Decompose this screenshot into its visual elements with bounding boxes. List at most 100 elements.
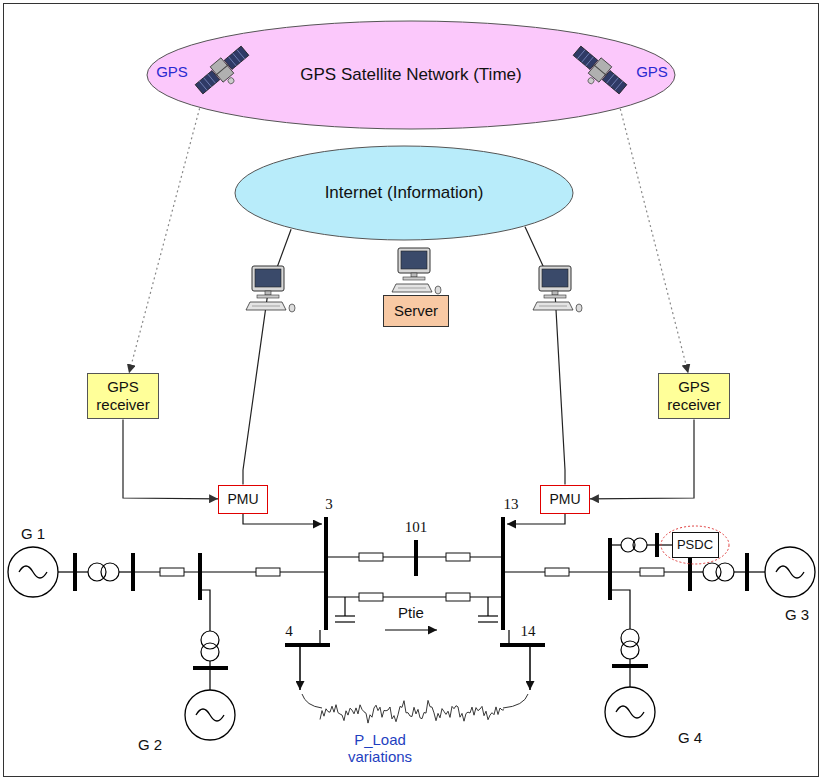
satellite-part — [227, 76, 235, 84]
resistor-symbol — [160, 553, 664, 601]
bus-number: 14 — [521, 623, 536, 640]
computer-icon — [246, 266, 295, 312]
satellite-part — [216, 65, 228, 75]
resistor-symbol — [545, 568, 569, 576]
computer-icon — [533, 266, 582, 312]
ellipse-shape — [147, 21, 675, 129]
gps-receiver-box: GPS receiver — [658, 373, 730, 419]
node-text: Server — [394, 302, 438, 320]
generator-symbol — [19, 566, 47, 578]
solar-panel-grid — [586, 57, 594, 66]
line-wire — [58, 545, 765, 690]
transformer-symbol — [88, 538, 734, 661]
bus-bar — [608, 538, 612, 600]
resistor-symbol — [640, 568, 664, 576]
bus-bar — [324, 517, 328, 630]
gps-receiver-box: GPS receiver — [87, 373, 159, 419]
pmu-box: PMU — [540, 485, 590, 514]
pmu-box: PMU — [218, 485, 268, 514]
generator-label: G 3 — [785, 606, 809, 623]
bus-number: 13 — [504, 496, 519, 513]
solar-panel-grid — [606, 74, 614, 83]
node-text: Internet (Information) — [325, 183, 484, 203]
line-wire — [629, 666, 630, 687]
line-wire — [508, 630, 509, 645]
bus-bar — [75, 517, 747, 668]
load-arrow — [529, 645, 531, 690]
satellite-network-ellipse: GPS Satellite Network (Time) — [146, 20, 676, 130]
bus-number: 3 — [325, 496, 333, 513]
resistor-symbol — [256, 568, 280, 576]
node-text: PMU — [227, 491, 258, 508]
solar-panel-grid — [204, 78, 212, 87]
line-wire — [690, 571, 703, 572]
computer-icon — [392, 248, 441, 294]
server-box: Server — [383, 295, 449, 327]
shunt-capacitor — [478, 621, 498, 622]
resistor-symbol — [359, 593, 383, 601]
shunt-capacitor — [335, 597, 498, 622]
resistor-symbol — [359, 553, 383, 561]
tie-flow-arrow — [385, 629, 437, 630]
bus-bar — [285, 643, 330, 647]
solar-panel-grid — [577, 50, 585, 59]
connector — [123, 420, 218, 499]
resistor-symbol — [160, 568, 184, 576]
generator-symbol — [8, 547, 58, 597]
generator-label: G 2 — [138, 736, 162, 753]
bus-bar — [198, 553, 202, 600]
load-variation-label: P_Load variations — [338, 731, 422, 766]
load-variation-link — [302, 694, 322, 708]
solar-panel-grid — [582, 53, 590, 62]
line-wire — [75, 571, 88, 572]
solar-panel-grid — [237, 50, 245, 59]
internet-ellipse: Internet (Information) — [234, 145, 574, 241]
satellite-label: GPS — [156, 63, 188, 80]
solar-panel-grid — [615, 81, 623, 90]
resistor-symbol — [446, 593, 470, 601]
load-arrow — [300, 645, 530, 690]
psdc-box: PSDC — [672, 532, 719, 558]
generator-label: G 4 — [678, 729, 702, 746]
psdc-highlight — [661, 526, 729, 564]
line-wire — [200, 590, 210, 631]
generator-symbol — [196, 709, 224, 721]
line-wire — [647, 544, 657, 545]
node-text: PSDC — [677, 537, 713, 553]
line-wire — [209, 661, 210, 668]
transformer-symbol — [101, 563, 119, 581]
line-wire — [119, 571, 133, 572]
satellite-label: GPS — [636, 63, 668, 80]
load-arrow — [299, 645, 301, 690]
generator-symbol — [765, 547, 815, 597]
shunt-capacitor — [487, 597, 488, 616]
generator-symbol — [185, 690, 235, 740]
generator-label: G 1 — [21, 525, 45, 542]
shunt-capacitor — [335, 615, 355, 616]
ellipse-shape — [235, 146, 573, 240]
resistor-symbol — [446, 553, 470, 561]
bus-number: 101 — [405, 519, 428, 536]
transformer-symbol — [633, 538, 647, 552]
satellite-icon — [193, 43, 256, 102]
line-wire — [319, 630, 320, 645]
transformer-symbol — [201, 643, 219, 661]
line-wire — [629, 659, 630, 666]
shunt-capacitor — [344, 597, 345, 616]
transformer-symbol — [621, 641, 639, 659]
solar-panel-grid — [199, 81, 207, 90]
line-wire — [747, 571, 765, 572]
node-text: GPS receiver — [92, 378, 154, 414]
solar-panel-grid — [228, 57, 236, 66]
line-wire — [734, 571, 747, 572]
generator-symbol — [605, 687, 655, 737]
generator-symbol — [616, 706, 644, 718]
generator-symbol — [8, 547, 815, 740]
node-text: GPS receiver — [663, 378, 725, 414]
line-wire — [209, 668, 210, 690]
tie-flow-arrow — [385, 629, 437, 630]
solar-panel-grid — [611, 78, 619, 87]
bus-number: 4 — [285, 623, 293, 640]
connector — [620, 109, 688, 373]
